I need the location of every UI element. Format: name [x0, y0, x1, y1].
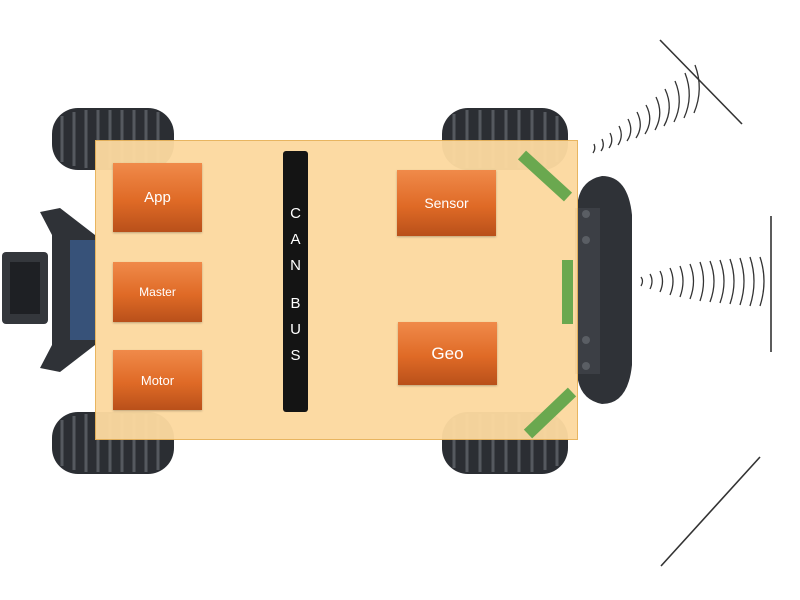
sound-wave-middle — [640, 256, 765, 307]
sound-wave-upper — [592, 64, 700, 154]
app-module-label: App — [144, 189, 171, 206]
sensor-strip-right — [523, 387, 577, 439]
master-module: Master — [113, 262, 202, 322]
motor-module-label: Motor — [140, 372, 175, 388]
geo-module: Geo — [398, 322, 497, 385]
app-module: App — [113, 163, 202, 232]
rear-bumper — [2, 208, 95, 372]
can-bus: C A N B U S — [283, 151, 308, 412]
sensor-module: Sensor — [397, 170, 496, 236]
front-bumper — [575, 176, 632, 404]
can-bus-letter: U — [290, 321, 301, 338]
can-bus-letter: A — [290, 231, 301, 248]
motor-module: Motor — [113, 350, 202, 410]
can-bus-letter: B — [290, 295, 301, 312]
obstacle-lines — [659, 39, 772, 567]
geo-module-label: Geo — [431, 343, 464, 363]
can-bus-letter: C — [290, 205, 301, 222]
master-module-label: Master — [139, 285, 176, 299]
can-bus-letter: S — [290, 347, 301, 364]
sensor-strip-left — [517, 150, 573, 202]
can-bus-letter: N — [290, 257, 301, 274]
sensor-module-label: Sensor — [424, 195, 469, 211]
sensor-strip-center — [562, 260, 573, 324]
